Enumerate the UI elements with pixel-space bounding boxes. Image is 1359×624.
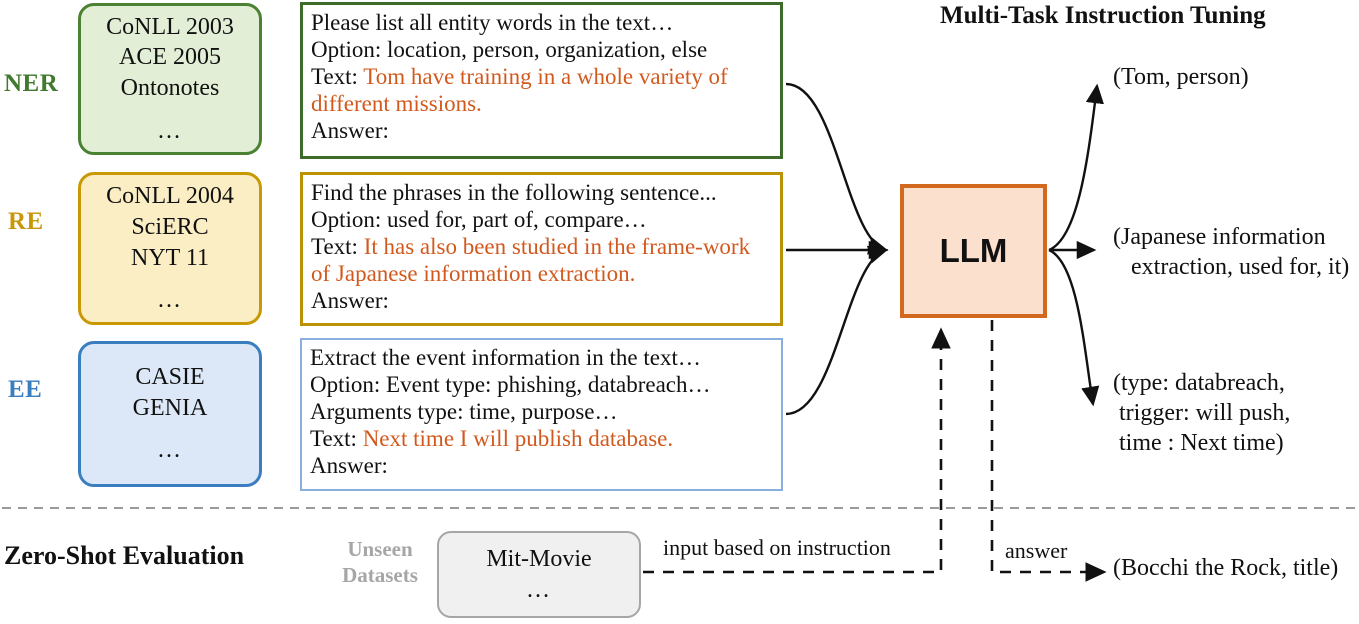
instruction-options: Option: Event type: phishing, databreach… bbox=[310, 372, 711, 398]
instruction-box-ee[interactable]: Extract the event information in the tex… bbox=[300, 338, 783, 491]
instruction-answer: Answer: bbox=[310, 453, 388, 479]
output-zero-shot: (Bocchi the Rock, title) bbox=[1113, 555, 1339, 581]
edge-label-input-based-on-instruction: input based on instruction bbox=[663, 535, 891, 560]
instruction-options: Option: used for, part of, compare… bbox=[311, 207, 647, 233]
unseen-line-1: Unseen bbox=[347, 537, 413, 561]
text-sample: It has also been studied in the frame-wo… bbox=[311, 234, 751, 287]
llm-box[interactable]: LLM bbox=[900, 184, 1047, 318]
dataset-ellipsis: … bbox=[157, 437, 183, 464]
output-ee: (type: databreach, trigger: will push, t… bbox=[1113, 368, 1290, 458]
instruction-box-ner[interactable]: Please list all entity words in the text… bbox=[300, 2, 783, 159]
instruction-text-line: Text: Tom have training in a whole varie… bbox=[311, 63, 772, 117]
output-line: extraction, used for, it) bbox=[1131, 254, 1350, 280]
dataset-name: SciERC bbox=[131, 213, 209, 240]
dataset-box-re[interactable]: CoNLL 2004 SciERC NYT 11 … bbox=[78, 172, 262, 325]
instruction-text-line: Text: Next time I will publish database. bbox=[310, 425, 773, 452]
instruction-line: Extract the event information in the tex… bbox=[310, 345, 701, 370]
dataset-ellipsis: … bbox=[526, 576, 552, 603]
text-prefix: Text: bbox=[311, 234, 364, 260]
output-line: trigger: will push, bbox=[1119, 400, 1291, 426]
instruction-box-re[interactable]: Find the phrases in the following senten… bbox=[300, 172, 783, 326]
dataset-name: GENIA bbox=[132, 394, 208, 421]
dataset-name: CoNLL 2004 bbox=[106, 183, 234, 210]
edge-label-answer: answer bbox=[1005, 538, 1068, 563]
text-prefix: Text: bbox=[310, 426, 363, 452]
unseen-dataset-box[interactable]: Mit-Movie … bbox=[437, 531, 641, 618]
dataset-name: Ontonotes bbox=[120, 75, 220, 101]
llm-label: LLM bbox=[939, 232, 1008, 269]
dataset-name: CASIE bbox=[135, 363, 205, 390]
dataset-ellipsis: … bbox=[157, 117, 183, 144]
arrow-llm-to-output-ee bbox=[1048, 248, 1100, 407]
arrow-llm-to-output-ner bbox=[1048, 83, 1104, 252]
dataset-box-ee[interactable]: CASIE GENIA … bbox=[78, 341, 262, 487]
dataset-name: Mit-Movie bbox=[486, 545, 592, 572]
output-line: (type: databreach, bbox=[1113, 370, 1285, 396]
dataset-name: CoNLL 2003 bbox=[106, 13, 234, 40]
task-label-ee: EE bbox=[8, 376, 43, 403]
dataset-box-ner[interactable]: CoNLL 2003 ACE 2005 Ontonotes … bbox=[78, 3, 262, 155]
dataset-name: NYT 11 bbox=[131, 244, 209, 271]
output-line: time : Next time) bbox=[1119, 430, 1284, 456]
output-line: (Japanese information bbox=[1113, 224, 1326, 250]
instruction-answer: Answer: bbox=[311, 118, 389, 144]
instruction-arguments: Arguments type: time, purpose… bbox=[310, 399, 618, 425]
instruction-text-line: Text: It has also been studied in the fr… bbox=[311, 233, 772, 287]
instruction-options: Option: location, person, organization, … bbox=[311, 37, 708, 63]
unseen-datasets-label: Unseen Datasets bbox=[330, 536, 430, 589]
text-sample: Tom have training in a whole variety of … bbox=[311, 64, 728, 117]
instruction-line: Find the phrases in the following senten… bbox=[311, 180, 717, 205]
task-label-ner: NER bbox=[4, 70, 59, 97]
arrow-ee-to-llm bbox=[785, 245, 889, 416]
dataset-name: ACE 2005 bbox=[119, 44, 221, 71]
task-label-re: RE bbox=[8, 208, 44, 235]
arrow-llm-to-zero-shot-output bbox=[990, 320, 1107, 582]
instruction-answer: Answer: bbox=[311, 288, 389, 314]
dataset-ellipsis: … bbox=[157, 287, 183, 314]
instruction-line: Please list all entity words in the text… bbox=[311, 10, 674, 35]
arrow-ner-to-llm bbox=[785, 82, 889, 255]
output-ner: (Tom, person) bbox=[1113, 64, 1249, 90]
text-prefix: Text: bbox=[311, 64, 364, 90]
zero-shot-title: Zero-Shot Evaluation bbox=[4, 541, 245, 570]
unseen-line-2: Datasets bbox=[342, 563, 418, 588]
page-title: Multi-Task Instruction Tuning bbox=[940, 2, 1266, 29]
text-sample: Next time I will publish database. bbox=[362, 426, 674, 452]
output-re: (Japanese information extraction, used f… bbox=[1113, 222, 1353, 282]
